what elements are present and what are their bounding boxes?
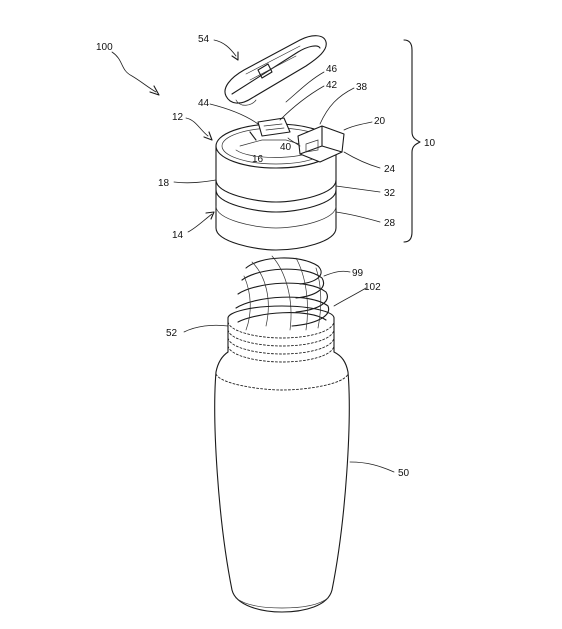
label-46: 46 — [326, 64, 338, 75]
cap-assembly — [215, 117, 345, 251]
bottle — [214, 305, 350, 613]
label-24: 24 — [384, 164, 396, 175]
label-40: 40 — [280, 142, 292, 153]
label-54: 54 — [198, 34, 210, 45]
label-20: 20 — [374, 116, 386, 127]
label-42: 42 — [326, 80, 338, 91]
label-28: 28 — [384, 218, 396, 229]
label-52: 52 — [166, 328, 178, 339]
flip-lid — [224, 35, 327, 106]
label-14: 14 — [172, 230, 184, 241]
label-44: 44 — [198, 98, 210, 109]
label-50: 50 — [398, 468, 410, 479]
label-18: 18 — [158, 178, 170, 189]
label-38: 38 — [356, 82, 368, 93]
label-10: 10 — [424, 138, 436, 149]
label-99: 99 — [352, 268, 364, 279]
reference-labels: 100 54 46 42 38 44 12 20 40 10 16 24 18 … — [96, 34, 436, 479]
label-100: 100 — [96, 42, 113, 53]
leader-lines — [111, 39, 421, 473]
label-102: 102 — [364, 282, 381, 293]
label-12: 12 — [172, 112, 184, 123]
label-32: 32 — [384, 188, 396, 199]
agitator-whisk — [235, 255, 330, 331]
label-16: 16 — [252, 154, 264, 165]
